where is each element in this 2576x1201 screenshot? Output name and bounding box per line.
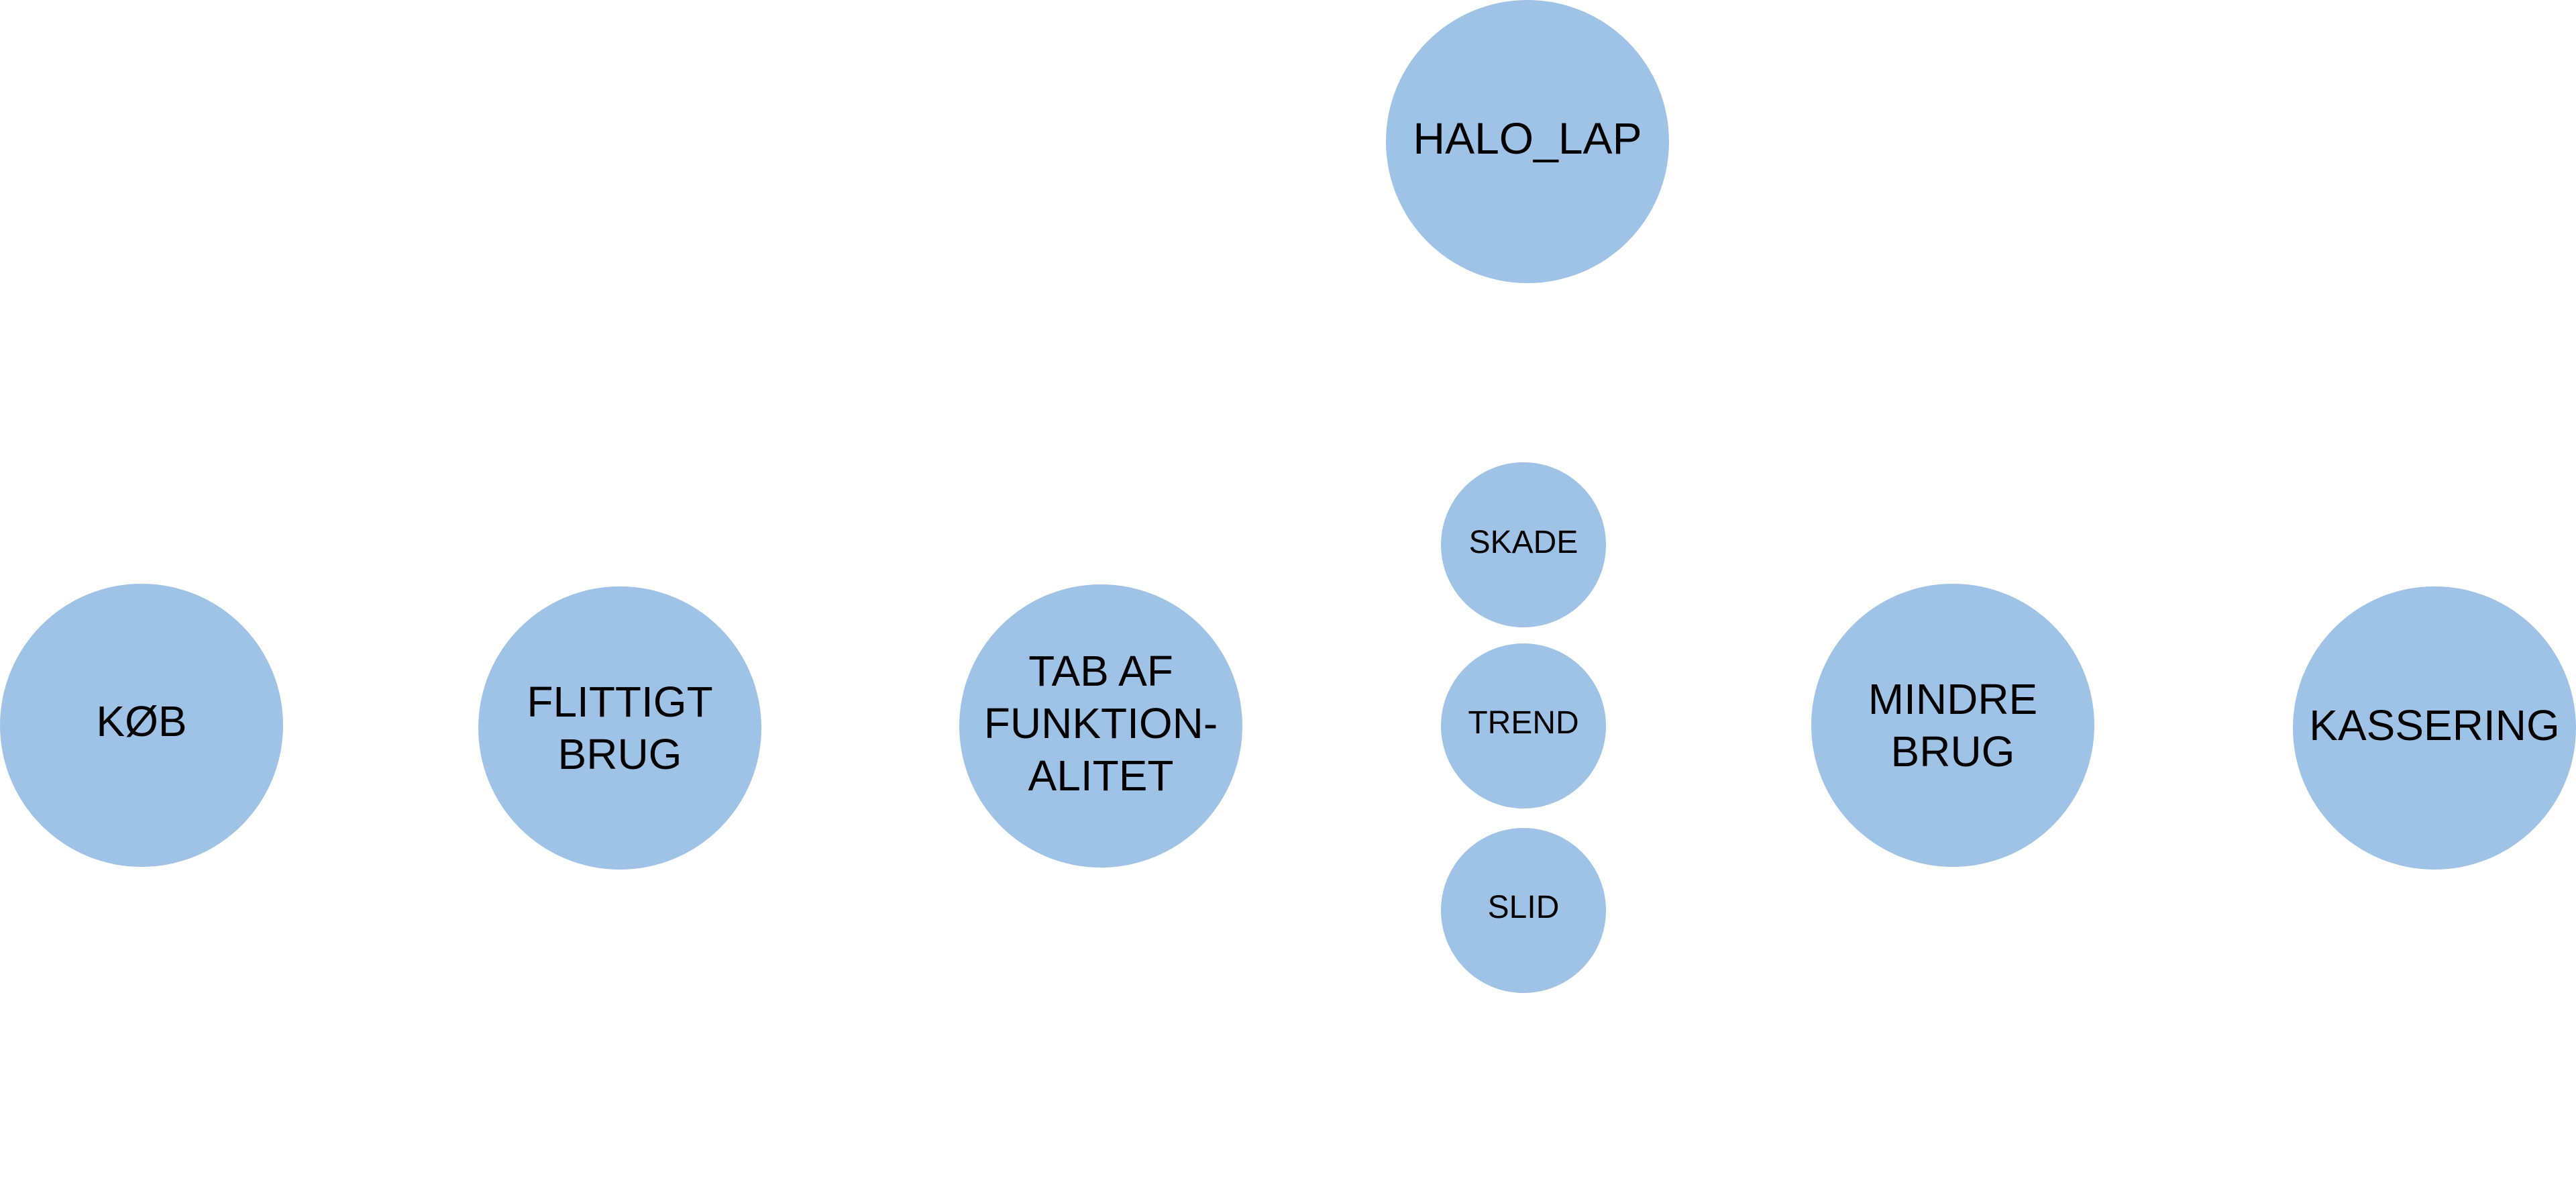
node-halo-lap: HALO_LAP: [1386, 0, 1669, 283]
node-slid-label: SLID: [1487, 889, 1560, 925]
node-flittigt-brug-label: FLITTIGT BRUG: [527, 677, 713, 778]
node-skade-label: SKADE: [1468, 524, 1578, 560]
node-kob-label: KØB: [96, 696, 187, 745]
node-mindre-brug: MINDRE BRUG: [1811, 584, 2094, 867]
node-kassering: KASSERING: [2293, 586, 2576, 870]
node-flittigt-brug: FLITTIGT BRUG: [478, 586, 761, 870]
node-mindre-brug-label: MINDRE BRUG: [1868, 674, 2038, 776]
node-trend: TREND: [1441, 643, 1606, 808]
node-kassering-label: KASSERING: [2309, 700, 2560, 749]
node-skade: SKADE: [1441, 462, 1606, 627]
node-kob: KØB: [0, 584, 283, 867]
node-slid: SLID: [1441, 828, 1606, 993]
node-tab-af-funktionalitet-label: TAB AF FUNKTION- ALITET: [983, 646, 1218, 800]
node-halo-lap-label: HALO_LAP: [1413, 113, 1642, 163]
node-tab-af-funktionalitet: TAB AF FUNKTION- ALITET: [959, 584, 1242, 868]
node-trend-label: TREND: [1468, 704, 1579, 741]
